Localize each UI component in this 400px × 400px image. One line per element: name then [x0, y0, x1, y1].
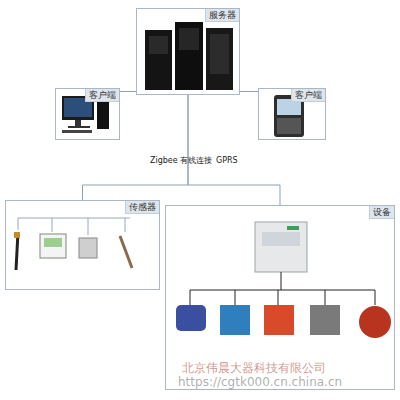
probe-sensor	[120, 236, 132, 268]
group-tab: 服务器	[205, 9, 239, 22]
group-box: 传感器	[5, 200, 160, 290]
connector-line	[240, 91, 258, 92]
motor-device	[176, 305, 206, 331]
server-tower	[206, 28, 233, 90]
group-box: 客户端	[258, 88, 326, 140]
server-bay	[179, 28, 199, 50]
device-wire	[190, 272, 375, 305]
server-bay	[149, 36, 168, 54]
sensor-wire	[18, 218, 130, 235]
display-sensor-screen	[44, 238, 62, 247]
keyboard	[62, 130, 92, 133]
rod-sensor-tip	[14, 232, 20, 238]
pump-device	[220, 305, 250, 335]
watermark: https://cgtk000.cn.china.cn	[178, 375, 342, 389]
pc-tower	[97, 99, 109, 129]
group-tab: 客户端	[85, 89, 119, 102]
monitor-stand	[75, 120, 81, 126]
link-label: Zigbee	[150, 156, 178, 166]
server-tower	[145, 30, 172, 90]
connector-line	[120, 91, 136, 92]
link-label: GPRS	[216, 156, 238, 166]
valve-device	[310, 305, 340, 335]
display-sensor	[40, 234, 66, 258]
phone-keypad	[277, 118, 301, 134]
group-tab: 传感器	[125, 201, 159, 214]
group-tab: 设备	[369, 206, 394, 219]
connector-line	[83, 95, 189, 200]
group-box: 客户端	[55, 88, 120, 140]
group-box: 服务器	[136, 8, 240, 95]
connector-line	[188, 95, 280, 205]
controller-led	[287, 226, 299, 230]
fan-device	[264, 305, 294, 335]
motor-device	[359, 306, 391, 338]
server-tower	[175, 22, 203, 90]
group-tab: 客户端	[291, 89, 325, 102]
controller-panel	[262, 232, 300, 246]
controller	[255, 222, 307, 272]
monitor-base	[68, 126, 90, 128]
watermark: 北京伟晨大器科技有限公司	[182, 361, 326, 375]
link-label: 有线连接	[180, 156, 212, 166]
mount-sensor	[79, 238, 97, 258]
server-grille	[210, 34, 229, 74]
